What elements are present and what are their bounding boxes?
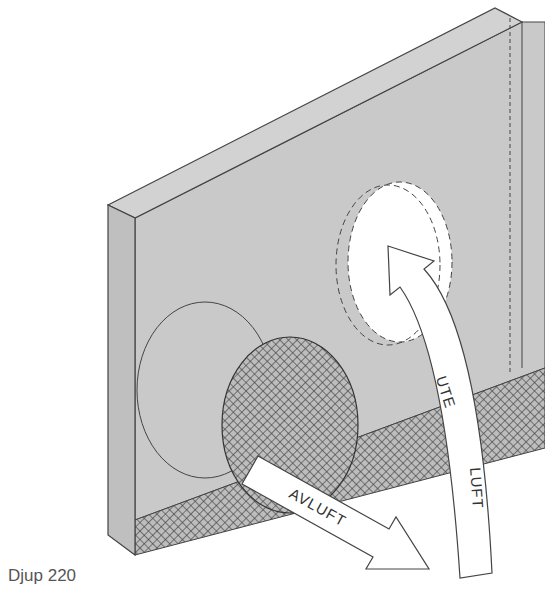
right-edge — [522, 22, 523, 368]
top-face — [108, 8, 522, 218]
hidden-edge — [510, 18, 511, 372]
arrow-label: LUFT — [468, 467, 486, 509]
caption: Djup 220 — [8, 566, 76, 586]
intake-arrow — [388, 246, 492, 578]
left-face — [108, 205, 135, 555]
exhaust-arrow — [242, 456, 429, 569]
